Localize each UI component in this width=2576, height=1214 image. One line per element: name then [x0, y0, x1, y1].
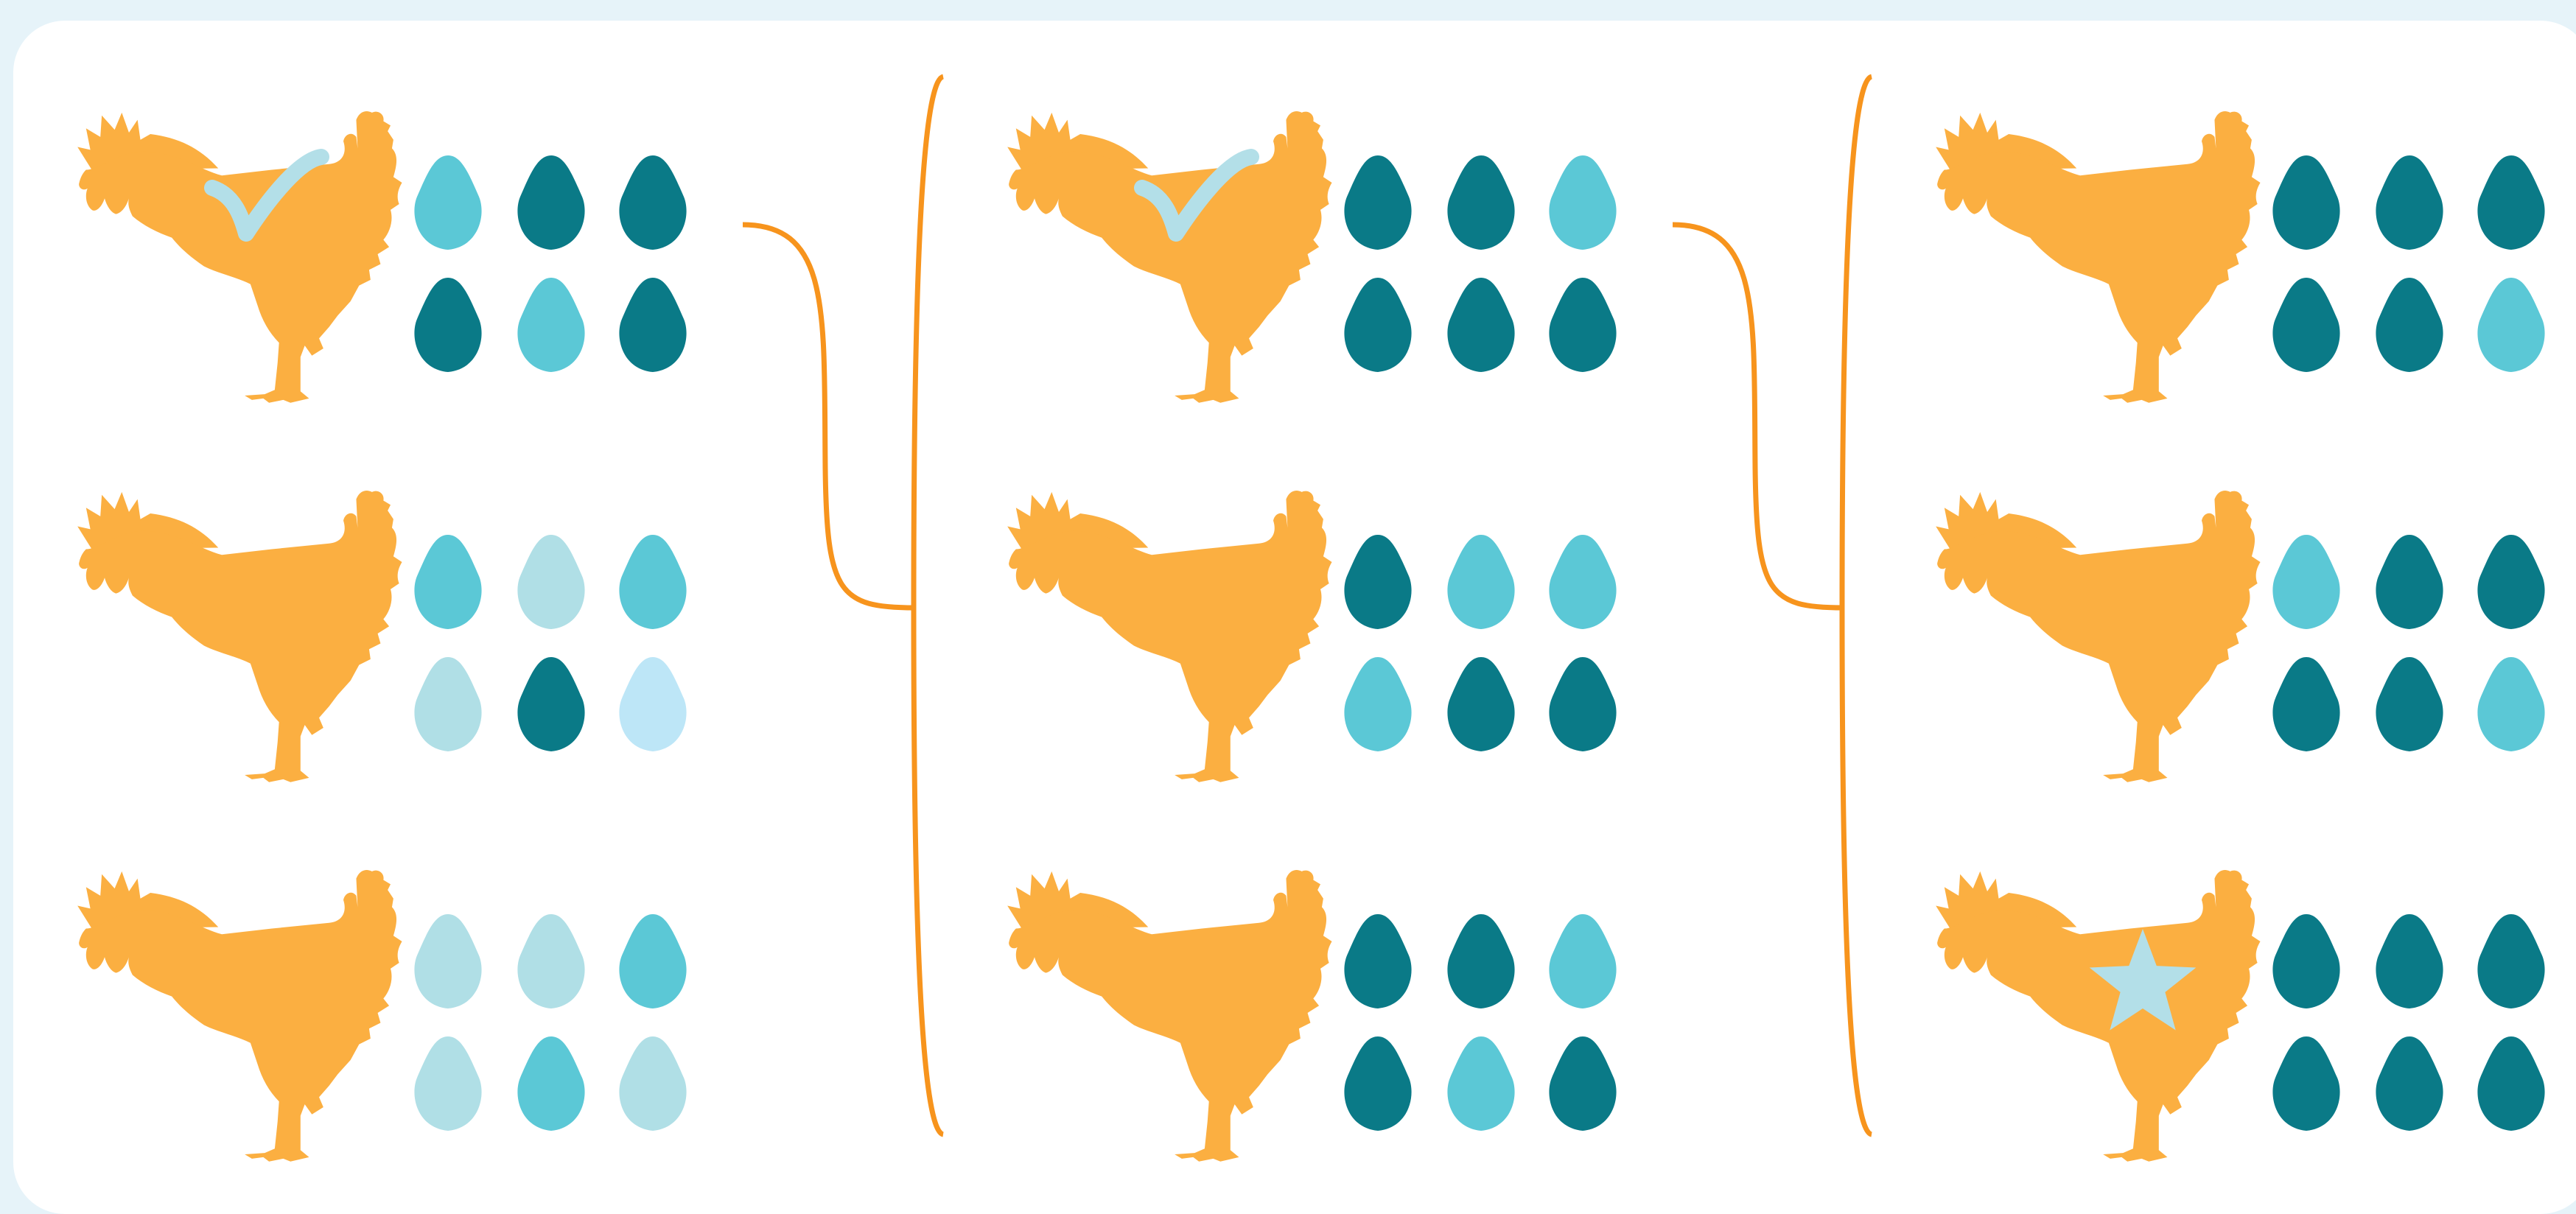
egg-icon: [619, 535, 686, 629]
hen-group: [77, 111, 686, 403]
hen-icon: [77, 491, 402, 782]
egg-icon: [2272, 1036, 2339, 1131]
connector-curve: [1673, 225, 1844, 608]
hen-icon: [1936, 870, 2260, 1162]
hen-group: [1936, 111, 2544, 403]
hen-selection-diagram: [0, 0, 2576, 1172]
hen-group: [1007, 491, 1616, 782]
egg-icon: [2376, 155, 2443, 250]
egg-icon: [414, 657, 481, 751]
generation-3: [1936, 111, 2544, 1162]
egg-icon: [2272, 914, 2339, 1008]
egg-icon: [1549, 278, 1616, 372]
hen-icon: [1007, 491, 1331, 782]
egg-icon: [414, 1036, 481, 1131]
egg-icon: [1447, 657, 1514, 751]
generation-1: [77, 111, 686, 1162]
hen-icon: [1936, 491, 2260, 782]
egg-icon: [1549, 657, 1616, 751]
egg-icon: [1344, 1036, 1411, 1131]
egg-icon: [2477, 535, 2544, 629]
egg-icon: [414, 914, 481, 1008]
egg-icon: [1447, 155, 1514, 250]
egg-icon: [1447, 278, 1514, 372]
egg-icon: [2272, 155, 2339, 250]
hen-group: [1936, 870, 2544, 1162]
egg-icon: [2272, 657, 2339, 751]
egg-icon: [619, 278, 686, 372]
egg-icon: [2376, 914, 2443, 1008]
egg-icon: [1549, 1036, 1616, 1131]
egg-icon: [517, 914, 584, 1008]
hen-group: [1007, 870, 1616, 1162]
egg-icon: [414, 278, 481, 372]
egg-icon: [1344, 535, 1411, 629]
egg-icon: [1549, 535, 1616, 629]
egg-icon: [2376, 535, 2443, 629]
egg-icon: [2272, 278, 2339, 372]
egg-icon: [517, 1036, 584, 1131]
egg-icon: [1344, 155, 1411, 250]
egg-icon: [1344, 278, 1411, 372]
connector-curve: [743, 225, 915, 608]
hen-icon: [77, 111, 402, 403]
egg-icon: [517, 535, 584, 629]
egg-icon: [1447, 914, 1514, 1008]
hen-icon: [1007, 870, 1331, 1162]
egg-icon: [1447, 1036, 1514, 1131]
egg-icon: [1549, 155, 1616, 250]
generation-bracket: [914, 77, 943, 1134]
selection-connector: [743, 77, 943, 1134]
egg-icon: [1344, 914, 1411, 1008]
egg-icon: [1549, 914, 1616, 1008]
hen-icon: [77, 870, 402, 1162]
hen-icon: [1936, 111, 2260, 403]
egg-icon: [414, 535, 481, 629]
egg-icon: [619, 657, 686, 751]
egg-icon: [2376, 1036, 2443, 1131]
hen-group: [1936, 491, 2544, 782]
egg-icon: [619, 155, 686, 250]
hen-group: [1007, 111, 1616, 403]
egg-icon: [517, 657, 584, 751]
egg-icon: [2376, 657, 2443, 751]
egg-icon: [517, 155, 584, 250]
generation-2: [1007, 111, 1616, 1162]
egg-icon: [2477, 155, 2544, 250]
hen-group: [77, 491, 686, 782]
egg-icon: [1344, 657, 1411, 751]
egg-icon: [619, 914, 686, 1008]
generation-bracket: [1842, 77, 1872, 1134]
egg-icon: [619, 1036, 686, 1131]
egg-icon: [2477, 914, 2544, 1008]
egg-icon: [2477, 657, 2544, 751]
egg-icon: [2477, 1036, 2544, 1131]
egg-icon: [1447, 535, 1514, 629]
egg-icon: [414, 155, 481, 250]
egg-icon: [2477, 278, 2544, 372]
egg-icon: [517, 278, 584, 372]
egg-icon: [2272, 535, 2339, 629]
egg-icon: [2376, 278, 2443, 372]
selection-connector: [1673, 77, 1872, 1134]
hen-icon: [1007, 111, 1331, 403]
hen-group: [77, 870, 686, 1162]
